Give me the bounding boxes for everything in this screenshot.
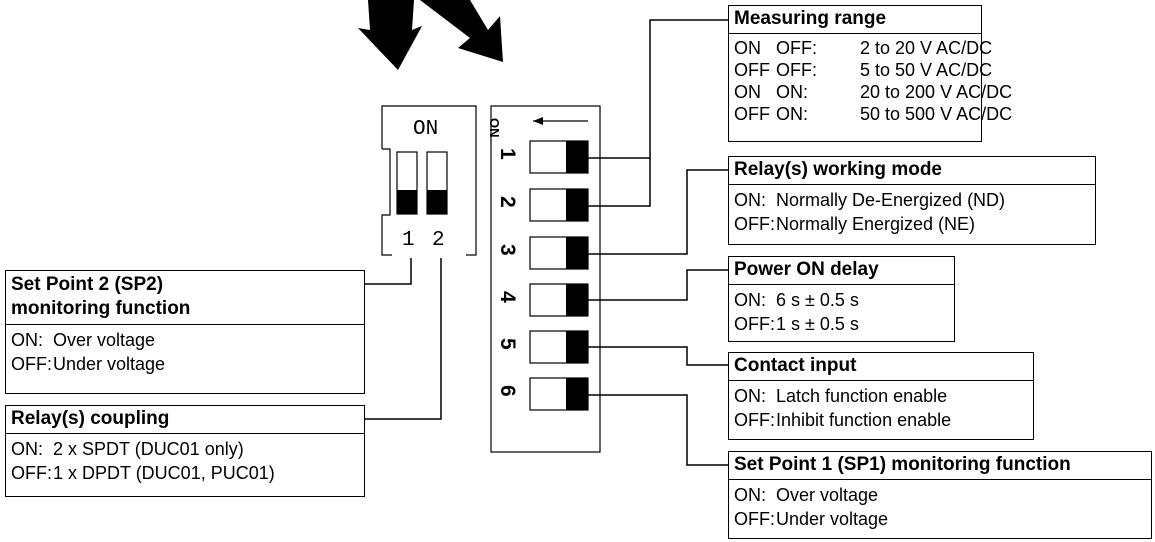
sp2-title-line2: monitoring function (11, 298, 191, 319)
sp2-monitoring-rows: ON:Over voltage OFF:Under voltage (6, 325, 364, 378)
relay-coupling-row: OFF:1 x DPDT (DUC01, PUC01) (11, 463, 275, 483)
sp1-row: OFF:Under voltage (734, 509, 889, 529)
down-right-arrow-icon (420, 0, 503, 62)
small-switch-pos-2-label: 2 (432, 229, 445, 252)
dip-switch-3-knob (566, 237, 588, 269)
power-on-delay-title: Power ON delay (729, 257, 954, 285)
contact-input-title: Contact input (729, 353, 1033, 381)
small-switch-on-label: ON (413, 118, 439, 141)
dip-switch-housing (490, 105, 601, 453)
relay-coupling-title: Relay(s) coupling (6, 406, 364, 434)
contact-input-rows: ON:Latch function enable OFF:Inhibit fun… (729, 381, 1033, 434)
dip-switch-number-2: 2 (496, 196, 519, 208)
sp2-row: OFF:Under voltage (11, 354, 166, 374)
relay-coupling-rows: ON:2 x SPDT (DUC01 only) OFF:1 x DPDT (D… (6, 434, 364, 487)
sp1-monitoring-box: Set Point 1 (SP1) monitoring function ON… (728, 451, 1152, 539)
contact-input-row: OFF:Inhibit function enable (734, 410, 952, 430)
sp1-monitoring-title: Set Point 1 (SP1) monitoring function (729, 452, 1151, 480)
contact-input-row: ON:Latch function enable (734, 386, 948, 406)
left-arrow-icon (533, 117, 543, 125)
relay-coupling-row: ON:2 x SPDT (DUC01 only) (11, 439, 244, 459)
relay-mode-row: OFF:Normally Energized (NE) (734, 214, 976, 234)
power-on-delay-box: Power ON delay ON:6 s ± 0.5 s OFF:1 s ± … (728, 256, 955, 342)
relay-working-mode-rows: ON:Normally De-Energized (ND) OFF:Normal… (729, 185, 1095, 238)
sp2-monitoring-box: Set Point 2 (SP2) monitoring function ON… (5, 270, 365, 394)
dip-switch-number-5: 5 (496, 338, 519, 350)
sp2-row: ON:Over voltage (11, 330, 156, 350)
power-on-delay-row: OFF:1 s ± 0.5 s (734, 314, 859, 334)
dip-switch-number-1: 1 (496, 148, 519, 160)
dip-switch-4-knob (566, 284, 588, 316)
measuring-range-title: Measuring range (729, 6, 981, 34)
small-switch-pos-1-label: 1 (402, 229, 415, 252)
sp1-row: ON:Over voltage (734, 485, 879, 505)
power-on-delay-rows: ON:6 s ± 0.5 s OFF:1 s ± 0.5 s (729, 285, 954, 338)
small-switch-1-knob (397, 190, 417, 214)
sp1-monitoring-rows: ON:Over voltage OFF:Under voltage (729, 480, 1151, 533)
dip-switch-2-knob (566, 189, 588, 221)
relay-coupling-box: Relay(s) coupling ON:2 x SPDT (DUC01 onl… (5, 405, 365, 497)
relay-working-mode-box: Relay(s) working mode ON:Normally De-Ene… (728, 156, 1096, 245)
dip-switch-number-3: 3 (496, 244, 519, 256)
dip-switch-6-knob (566, 378, 588, 410)
down-arrow-icon (358, 0, 422, 70)
dip-switch-number-4: 4 (496, 291, 519, 303)
dip-switch-on-label: ON (487, 118, 502, 138)
contact-input-box: Contact input ON:Latch function enable O… (728, 352, 1034, 440)
relay-working-mode-title: Relay(s) working mode (729, 157, 1095, 185)
sp2-monitoring-title: Set Point 2 (SP2) monitoring function (6, 271, 364, 325)
sp2-title-line1: Set Point 2 (SP2) (11, 274, 164, 295)
dip-switch-5-knob (566, 331, 588, 363)
small-switch-2-knob (427, 190, 447, 214)
small-dip-switch-outline (381, 105, 477, 256)
dip-switch-1-knob (566, 141, 588, 173)
relay-mode-row: ON:Normally De-Energized (ND) (734, 190, 1006, 210)
power-on-delay-row: ON:6 s ± 0.5 s (734, 290, 859, 310)
dip-switch-number-6: 6 (496, 385, 519, 397)
